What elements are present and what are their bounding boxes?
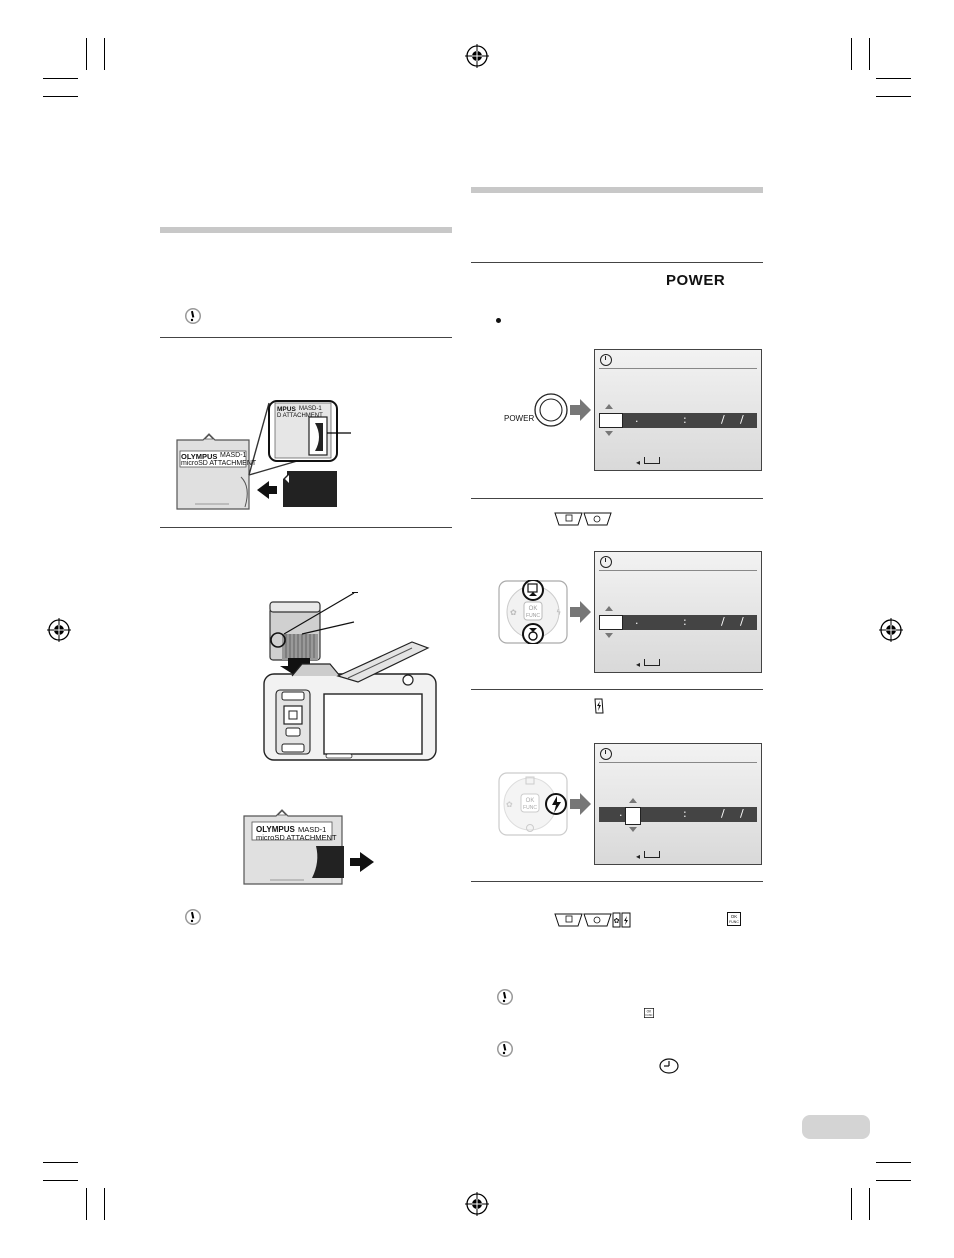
clock-icon — [600, 748, 612, 760]
callout-line — [352, 592, 358, 593]
adapter-desc-2: microSD ATTACHMENT — [256, 833, 337, 842]
flash-icon — [594, 698, 604, 714]
svg-text:FUNC: FUNC — [646, 1014, 653, 1017]
crop-mark — [43, 96, 78, 97]
crop-mark — [43, 1162, 78, 1163]
registration-mark-icon — [465, 44, 489, 68]
svg-text:OK: OK — [647, 1009, 652, 1013]
caution-note-icon — [497, 1041, 513, 1057]
svg-text:OK: OK — [526, 798, 535, 804]
crop-mark — [876, 1162, 911, 1163]
registration-mark-icon — [465, 1192, 489, 1216]
svg-text:FUNC: FUNC — [523, 805, 537, 811]
svg-text:FUNC: FUNC — [526, 613, 540, 619]
date-time-screen-1: . : / / ◂ — [594, 349, 762, 471]
adapter-model-2: MASD-1 — [298, 825, 327, 834]
date-time-screen-3: . : / / ◂ — [594, 743, 762, 865]
arrow-pad-up-down-icon: OK FUNC ✿ ϟ — [498, 580, 568, 644]
crop-mark — [869, 38, 870, 70]
microsd-insert-illustration — [176, 400, 351, 510]
adapter-brand: OLYMPUS — [181, 452, 218, 461]
crop-mark — [851, 38, 852, 70]
step-divider — [471, 689, 763, 690]
crop-mark — [86, 38, 87, 70]
step-divider — [471, 498, 763, 499]
date-time-screen-2: . : / / ◂ — [594, 551, 762, 673]
svg-text:✿: ✿ — [506, 800, 513, 809]
clock-icon — [600, 354, 612, 366]
power-button-icon — [534, 393, 568, 427]
arrow-buttons-icon: ✿ — [554, 912, 631, 928]
caution-note-icon — [185, 308, 201, 324]
caution-note-icon — [497, 989, 513, 1005]
section-header-bar — [471, 187, 763, 193]
step-divider — [471, 881, 763, 882]
caution-note-icon — [185, 909, 201, 925]
svg-text:✿: ✿ — [614, 917, 620, 925]
crop-mark — [876, 1180, 911, 1181]
arrow-pad-right-icon: OK FUNC ✿ — [498, 772, 568, 836]
arrow-right-icon — [570, 601, 591, 623]
svg-text:✿: ✿ — [510, 608, 517, 617]
crop-mark — [876, 78, 911, 79]
microsd-remove-illustration — [243, 809, 374, 885]
bullet-dot — [496, 318, 501, 323]
adapter-brand-2: OLYMPUS — [256, 825, 295, 834]
page-number-tab — [802, 1115, 870, 1139]
adapter-brand-zoom: MPUS — [277, 406, 296, 413]
svg-text:OK: OK — [731, 914, 738, 919]
power-button-label: POWER — [666, 272, 726, 289]
clock-icon — [600, 556, 612, 568]
svg-text:ϟ: ϟ — [556, 608, 561, 617]
section-header-bar — [160, 227, 452, 233]
crop-mark — [104, 1188, 105, 1220]
step-divider — [471, 262, 763, 263]
svg-text:OK: OK — [529, 606, 538, 612]
exposure-self-timer-icon — [554, 512, 612, 526]
crop-mark — [851, 1188, 852, 1220]
step-divider — [160, 337, 452, 338]
adapter-model: MASD-1 — [220, 452, 247, 459]
crop-mark — [869, 1188, 870, 1220]
crop-mark — [104, 38, 105, 70]
svg-text:FUNC: FUNC — [729, 920, 739, 924]
crop-mark — [86, 1188, 87, 1220]
clock-icon — [659, 1058, 679, 1074]
crop-mark — [43, 1180, 78, 1181]
crop-mark — [43, 78, 78, 79]
adapter-model-zoom: MASD-1 — [299, 406, 322, 412]
arrow-right-icon — [570, 399, 591, 421]
registration-mark-icon — [879, 618, 903, 642]
adapter-desc: microSD ATTACHMENT — [181, 460, 257, 467]
adapter-desc-zoom: D ATTACHMENT — [277, 413, 323, 419]
crop-mark — [876, 96, 911, 97]
power-caption: POWER — [504, 414, 535, 423]
step-divider — [160, 527, 452, 528]
camera-card-slot-illustration — [263, 592, 437, 761]
arrow-right-icon — [570, 793, 591, 815]
registration-mark-icon — [47, 618, 71, 642]
